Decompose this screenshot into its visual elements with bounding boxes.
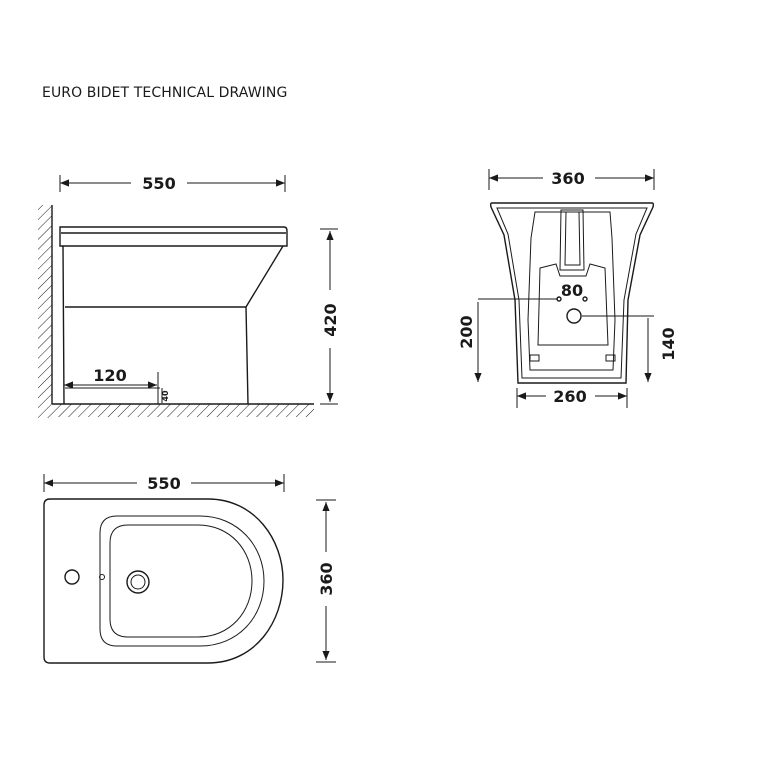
tap-hole <box>64 569 80 585</box>
drain-outer <box>126 570 150 594</box>
fixing-height-label: 200 <box>457 315 476 348</box>
fixing-spacing-label: 80 <box>561 281 583 300</box>
fixing-hole-right <box>582 296 588 302</box>
wall-hatch <box>38 205 52 418</box>
side-width-label: 550 <box>142 174 175 193</box>
bidet-top-outline <box>43 498 284 664</box>
rear-view: 360 80 200 140 <box>457 169 678 408</box>
side-view: 550 420 120 40 <box>38 174 340 418</box>
overflow-hole <box>99 574 105 580</box>
top-width-label: 360 <box>317 562 336 595</box>
base-width-label: 260 <box>553 387 586 406</box>
floor-hatch <box>52 404 314 417</box>
drain-inner <box>130 574 146 590</box>
waste-hole <box>566 308 582 324</box>
waste-height-label: 140 <box>659 327 678 360</box>
side-height-label: 420 <box>321 303 340 336</box>
top-length-label: 550 <box>147 474 180 493</box>
outlet-distance-label: 120 <box>93 366 126 385</box>
rear-width-label: 360 <box>551 169 584 188</box>
bidet-side-outline <box>59 226 288 405</box>
top-view: 550 360 <box>43 474 336 664</box>
drawing-title: EURO BIDET TECHNICAL DRAWING <box>42 85 288 101</box>
bidet-rear-outline <box>489 202 655 384</box>
outlet-height-label: 40 <box>161 390 170 402</box>
